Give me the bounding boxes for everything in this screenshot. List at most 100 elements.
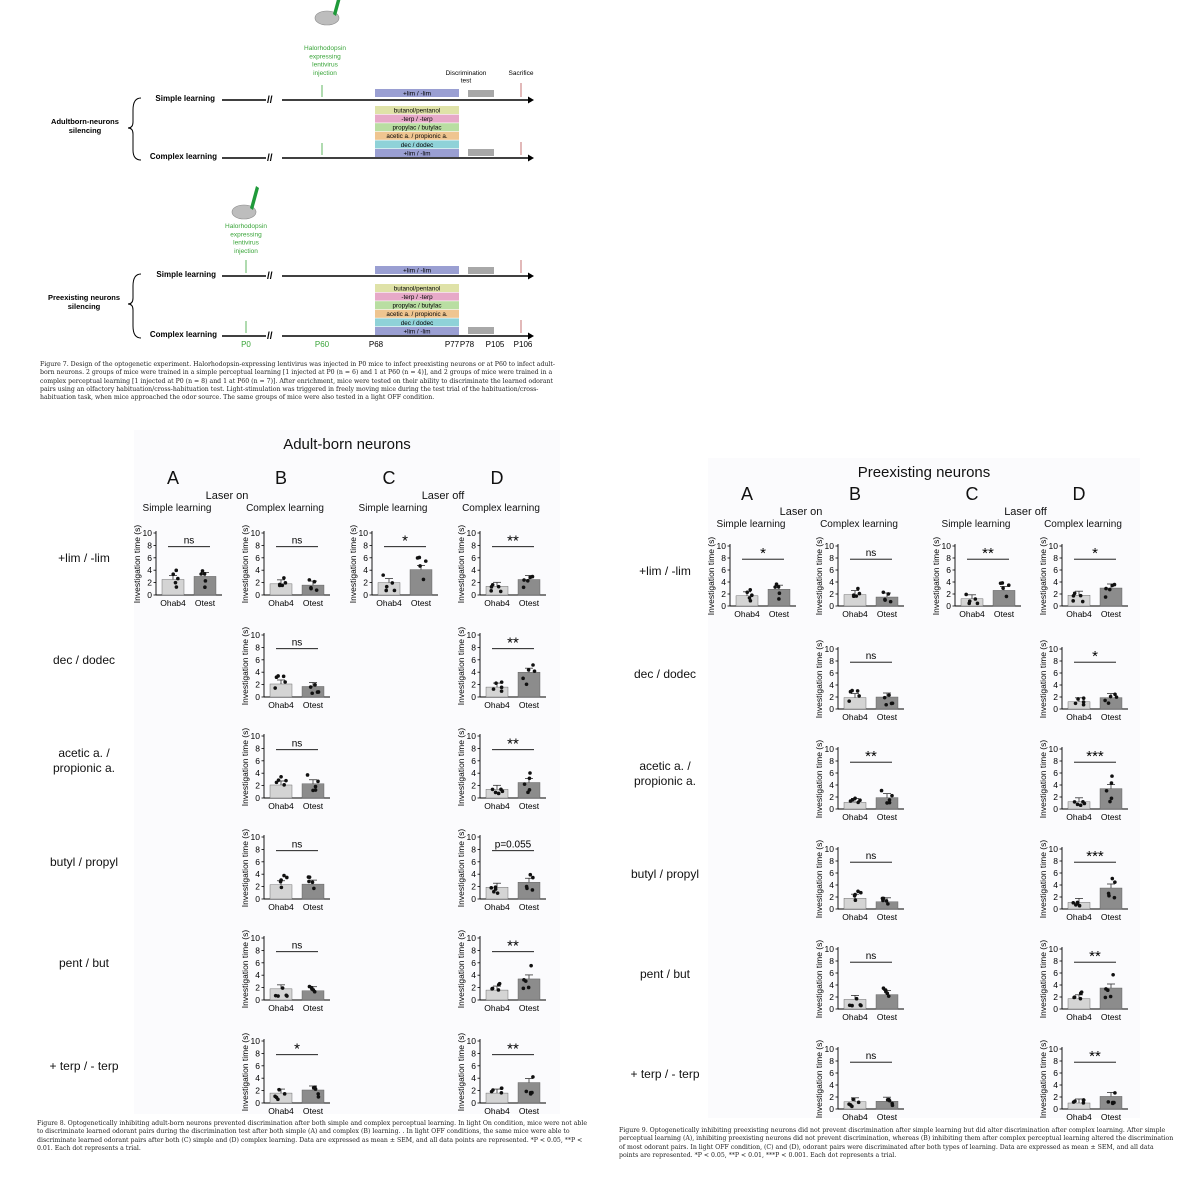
y-tick-label: 8 — [1053, 956, 1058, 966]
significance-label: ** — [507, 533, 519, 550]
y-tick-label: 2 — [471, 983, 476, 993]
data-point — [998, 581, 1003, 586]
y-tick-label: 4 — [255, 970, 260, 980]
data-point — [309, 985, 314, 990]
data-point — [522, 578, 526, 582]
odor-bar-label: acetic a. / propionic a. — [386, 133, 448, 140]
odor-bar — [375, 327, 459, 335]
simple-learning-label: Simple learning — [155, 94, 215, 103]
y-axis-label: Investigation time (s) — [814, 640, 824, 719]
data-point — [528, 771, 532, 775]
data-point — [316, 1092, 320, 1096]
data-point — [1108, 994, 1113, 999]
laser-on-label: Laser on — [779, 506, 823, 518]
row-label: acetic a. / propionic a. — [633, 759, 697, 788]
x-tick-label: Ohab4 — [842, 1112, 868, 1122]
significance-label: * — [760, 545, 766, 562]
data-point — [308, 685, 313, 689]
y-tick-label: 10 — [1049, 541, 1059, 551]
x-tick-label: Otest — [519, 1003, 540, 1013]
data-point — [853, 898, 858, 903]
data-point — [777, 591, 782, 596]
bar-Otest — [517, 671, 541, 698]
y-tick-label: 0 — [1053, 804, 1058, 814]
data-point — [1103, 595, 1108, 599]
bar-Ohab4 — [843, 802, 867, 810]
data-point — [284, 778, 288, 783]
y-tick-label: 8 — [1053, 553, 1058, 563]
y-axis-label: Investigation time (s) — [348, 525, 358, 604]
y-tick-label: 0 — [255, 692, 260, 702]
odor-bar-label: +lim / -lim — [403, 150, 430, 157]
y-axis-label: Investigation time (s) — [931, 537, 941, 616]
y-tick-label: 10 — [1049, 744, 1059, 754]
y-tick-label: 4 — [147, 565, 152, 575]
data-point — [276, 778, 281, 782]
data-point — [1073, 1099, 1077, 1103]
y-tick-label: 2 — [471, 578, 476, 588]
timeline-pre-simple-break: // — [267, 271, 273, 282]
y-tick-label: 4 — [255, 565, 260, 575]
y-tick-label: 10 — [251, 1036, 261, 1046]
y-tick-label: 10 — [467, 1036, 477, 1046]
odor-bar — [375, 89, 459, 97]
data-point — [497, 981, 502, 986]
data-point — [526, 985, 531, 990]
y-tick-label: 0 — [829, 804, 834, 814]
data-point — [886, 592, 891, 596]
x-tick-label: Ohab4 — [842, 1012, 868, 1022]
laser-off-label: Laser off — [1004, 506, 1047, 518]
y-axis-label: Investigation time (s) — [132, 525, 142, 604]
x-tick-label: Ohab4 — [268, 902, 294, 912]
y-axis-label: Investigation time (s) — [1038, 940, 1048, 1019]
subtitle-C: Simple learning — [941, 519, 1011, 530]
y-axis-label: Investigation time (s) — [814, 740, 824, 819]
data-point — [856, 1100, 861, 1105]
x-tick-label: Ohab4 — [484, 902, 510, 912]
y-tick-label: 4 — [1053, 880, 1058, 890]
y-tick-label: 8 — [829, 553, 834, 563]
data-point — [774, 582, 779, 587]
data-point — [276, 1097, 280, 1102]
data-point — [850, 1104, 854, 1109]
odor-bar-label: acetic a. / propionic a. — [386, 311, 448, 318]
subtitle-D: Complex learning — [1044, 519, 1122, 530]
y-tick-label: 10 — [825, 744, 835, 754]
significance-label: ns — [292, 536, 303, 547]
y-tick-label: 10 — [1049, 1044, 1059, 1054]
brace — [127, 97, 142, 161]
y-tick-label: 8 — [471, 1048, 476, 1058]
data-point — [1109, 781, 1114, 785]
data-point — [881, 590, 886, 595]
data-point — [851, 594, 856, 599]
significance-label: * — [1092, 545, 1098, 562]
data-point — [856, 800, 860, 805]
odor-bar — [375, 292, 459, 301]
y-tick-label: 6 — [1053, 668, 1058, 678]
x-tick-label: Otest — [877, 912, 898, 922]
brain-icon — [231, 204, 257, 220]
y-axis-label: Investigation time (s) — [814, 1040, 824, 1119]
data-point — [314, 588, 319, 592]
data-point — [522, 782, 527, 786]
data-point — [499, 685, 504, 690]
x-tick-label: Ohab4 — [268, 700, 294, 710]
y-axis-label: Investigation time (s) — [456, 829, 466, 908]
y-tick-label: 10 — [1049, 644, 1059, 654]
y-tick-label: 10 — [251, 731, 261, 741]
data-point — [852, 894, 857, 898]
subtitle-B: Complex learning — [820, 519, 898, 530]
y-tick-label: 10 — [1049, 944, 1059, 954]
row-label: dec / dodec — [633, 667, 697, 681]
data-point — [1106, 701, 1111, 705]
data-point — [499, 689, 504, 693]
x-tick-label: Otest — [1101, 1112, 1122, 1122]
y-axis-label: Investigation time (s) — [814, 840, 824, 919]
data-point — [524, 682, 529, 687]
